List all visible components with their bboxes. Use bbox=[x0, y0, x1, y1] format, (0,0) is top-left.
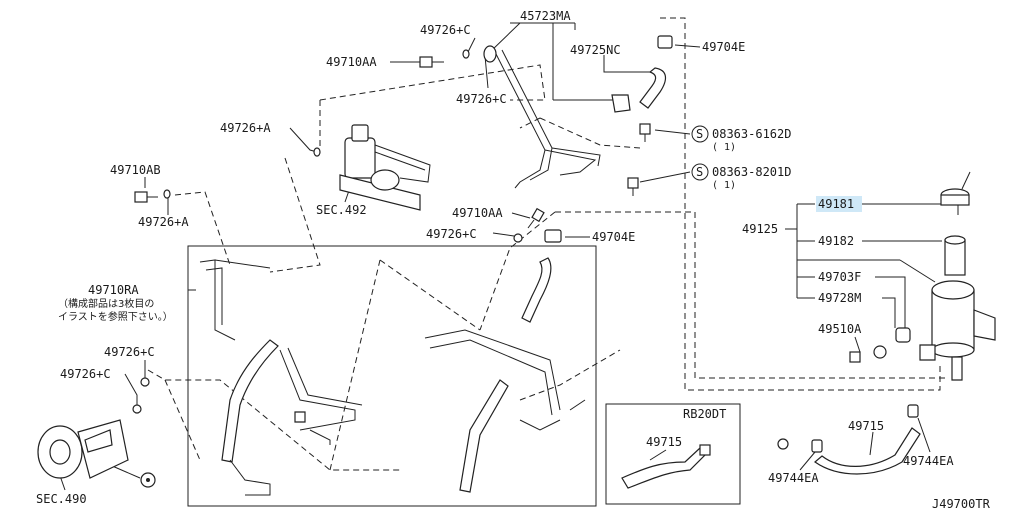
label-49726c-mid[interactable]: 49726+C bbox=[456, 92, 507, 106]
top-pipe-assembly bbox=[483, 45, 631, 189]
label-49744ea-left[interactable]: 49744EA bbox=[768, 471, 819, 485]
label-08363-8201d[interactable]: 08363-8201D bbox=[712, 165, 791, 179]
label-sec490[interactable]: SEC.490 bbox=[36, 492, 87, 506]
label-49726c-mid2[interactable]: 49726+C bbox=[426, 227, 477, 241]
rb20dt-hose bbox=[621, 444, 711, 489]
label-49710ra[interactable]: 49710RA bbox=[88, 283, 139, 297]
reservoir-tank bbox=[919, 171, 996, 381]
label-sec492[interactable]: SEC.492 bbox=[316, 203, 367, 217]
rack-pipes bbox=[199, 259, 586, 496]
label-49726a-low[interactable]: 49726+A bbox=[138, 215, 189, 229]
label-08363-6162d-qty: ( 1) bbox=[712, 142, 736, 153]
label-49744ea-right[interactable]: 49744EA bbox=[903, 454, 954, 468]
pump bbox=[37, 419, 156, 488]
label-49710ra-note2: イラストを参照下さい。） bbox=[58, 310, 173, 323]
power-steering-gear bbox=[339, 124, 431, 211]
label-08363-8201d-qty: ( 1) bbox=[712, 180, 736, 191]
bolts bbox=[132, 49, 911, 414]
label-49704e-top[interactable]: 49704E bbox=[702, 40, 745, 54]
s-symbol-6162d bbox=[691, 125, 709, 143]
label-49703f[interactable]: 49703F bbox=[818, 270, 861, 284]
label-08363-6162d[interactable]: 08363-6162D bbox=[712, 127, 791, 141]
label-49510a[interactable]: 49510A bbox=[818, 322, 862, 336]
label-49715-right[interactable]: 49715 bbox=[848, 419, 884, 433]
label-49726c-top[interactable]: 49726+C bbox=[420, 23, 471, 37]
label-49710ra-note1: （構成部品は3枚目の bbox=[58, 297, 154, 310]
label-49726a-left[interactable]: 49726+A bbox=[220, 121, 271, 135]
rack-pipe-box bbox=[187, 245, 597, 507]
label-49710aa-mid[interactable]: 49710AA bbox=[452, 206, 503, 220]
label-45723ma[interactable]: 45723MA bbox=[520, 9, 571, 23]
label-49710ab[interactable]: 49710AB bbox=[110, 163, 161, 177]
label-49181[interactable]: 49181 bbox=[818, 197, 854, 211]
label-rb20dt: RB20DT bbox=[683, 407, 726, 421]
diagram-id: J49700TR bbox=[932, 497, 991, 511]
label-49710aa-top[interactable]: 49710AA bbox=[326, 55, 377, 69]
label-49125[interactable]: 49125 bbox=[742, 222, 778, 236]
mid-hose bbox=[521, 229, 562, 323]
label-49728m[interactable]: 49728M bbox=[818, 291, 861, 305]
label-49726c-left1[interactable]: 49726+C bbox=[104, 345, 155, 359]
highlight-49181 bbox=[816, 196, 862, 212]
s-symbol-8201d-text: S bbox=[696, 165, 703, 179]
label-49726c-left2[interactable]: 49726+C bbox=[60, 367, 111, 381]
part-labels: 45723MA 49726+C 49710AA 49725NC 49704E 4… bbox=[36, 9, 991, 511]
label-49725nc[interactable]: 49725NC bbox=[570, 43, 621, 57]
s-symbol-8201d bbox=[691, 163, 709, 181]
dashed-guides bbox=[147, 17, 945, 471]
reservoir-hose-upper bbox=[639, 35, 673, 109]
label-49715-box[interactable]: 49715 bbox=[646, 435, 682, 449]
s-symbol-6162d-text: S bbox=[696, 127, 703, 141]
label-49182[interactable]: 49182 bbox=[818, 234, 854, 248]
right-hose bbox=[777, 404, 921, 475]
rb20dt-box bbox=[605, 403, 741, 505]
label-49704e-mid[interactable]: 49704E bbox=[592, 230, 635, 244]
